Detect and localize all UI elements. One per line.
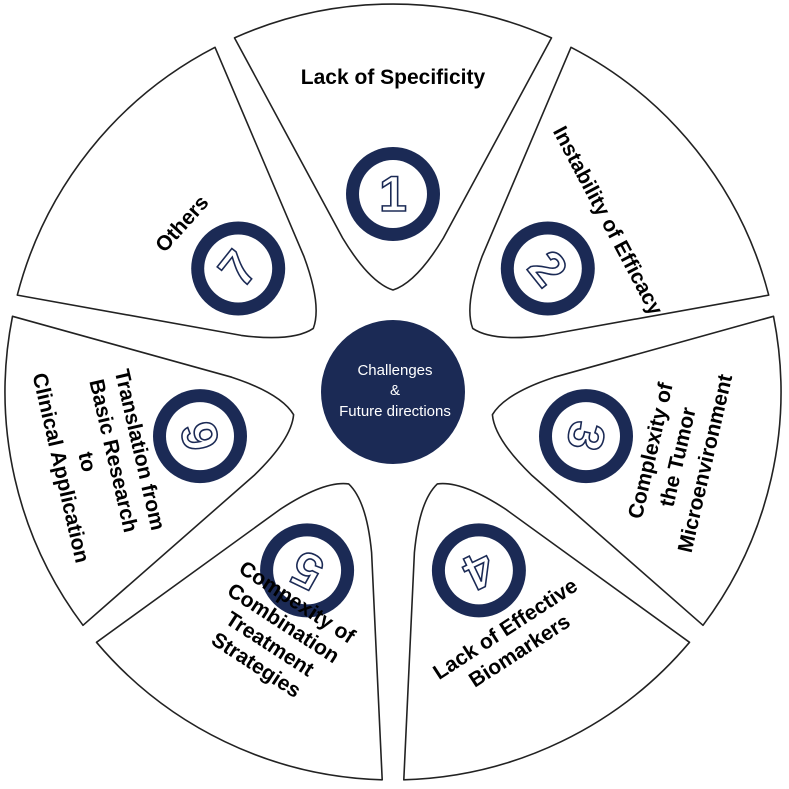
badge-ring-inner [359,160,427,228]
number-badge-2: 2 [500,221,595,316]
badge-ring-inner [273,536,342,605]
center-ampersand: & [390,382,400,399]
segment-label-1: Lack of Specificity [301,66,486,89]
segment-3 [491,315,782,627]
center-title-line: Challenges [357,362,432,379]
segment-number: 1 [379,166,407,222]
number-badge-5: 5 [260,523,355,618]
segment-6 [4,315,295,627]
badge-ring-inner [444,536,513,605]
badge-ring-inner [513,234,582,303]
badge-ring-inner [204,234,273,303]
center-circle [321,320,465,464]
segment-label-line: Lack of Specificity [301,66,486,89]
number-badge-4: 4 [431,523,526,618]
number-badge-3: 3 [539,389,633,484]
center-hub: Challenges & Future directions [321,320,465,464]
number-badge-1: 1 [346,147,440,241]
badge-ring-inner [552,402,620,471]
badge-ring-inner [166,402,234,471]
number-badge-6: 6 [153,389,247,484]
number-badge-7: 7 [191,221,286,316]
center-subtitle-line: Future directions [339,403,451,420]
